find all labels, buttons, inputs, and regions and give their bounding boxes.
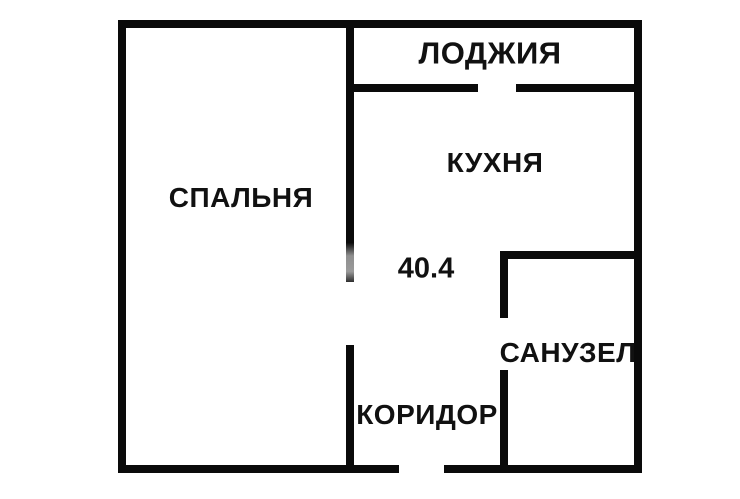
- wall-bathroom-left-upper: [500, 251, 508, 318]
- wall-outer-left: [118, 20, 126, 473]
- room-label-bedroom: СПАЛЬНЯ: [168, 182, 314, 213]
- wall-outer-bottom-right-segment: [444, 465, 642, 473]
- total-area-label: 40.4: [397, 252, 455, 285]
- room-label-kitchen: КУХНЯ: [446, 147, 544, 178]
- wall-bedroom-divider-lower: [346, 345, 354, 473]
- room-label-bathroom: САНУЗЕЛ: [499, 337, 637, 368]
- wall-loggia-divider-right-segment: [516, 84, 642, 92]
- wall-bathroom-left-lower: [500, 370, 508, 473]
- wall-bathroom-top: [500, 251, 642, 259]
- room-label-loggia: ЛОДЖИЯ: [418, 35, 562, 71]
- wall-outer-right: [634, 20, 642, 473]
- room-label-corridor: КОРИДОР: [356, 399, 498, 430]
- wall-bedroom-divider-upper: [346, 20, 354, 282]
- wall-loggia-divider-left-segment: [346, 84, 478, 92]
- wall-outer-top: [118, 20, 642, 28]
- wall-outer-bottom-left-segment: [118, 465, 399, 473]
